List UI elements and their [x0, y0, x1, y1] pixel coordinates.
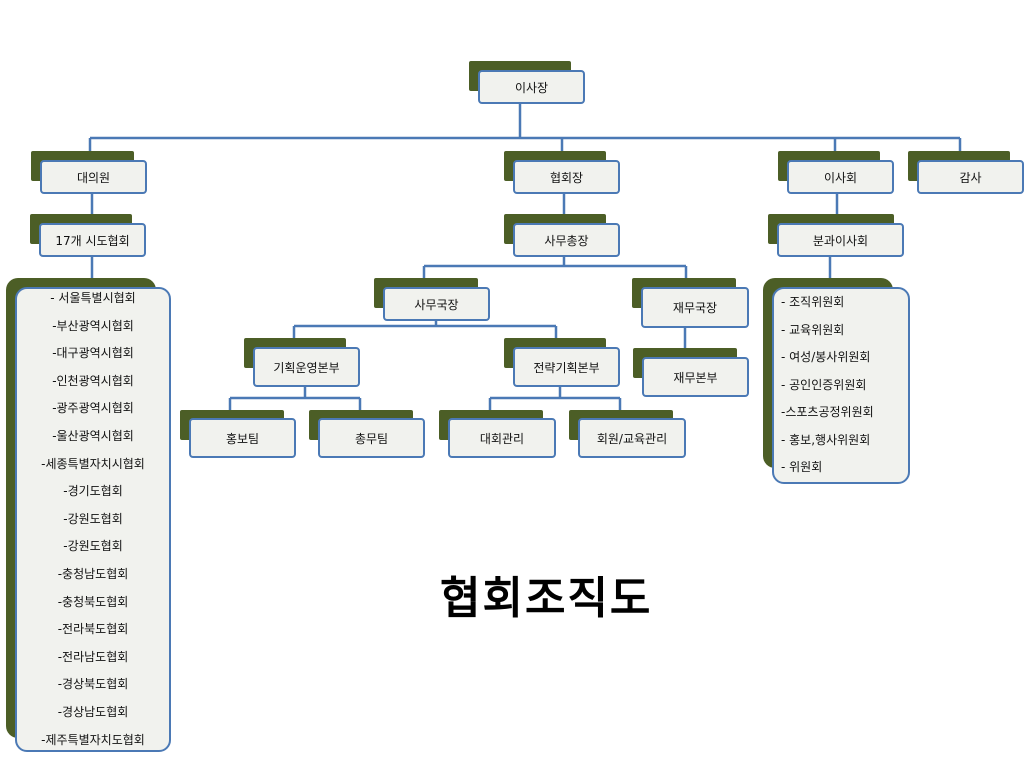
- secretariat-label: 사무국장: [383, 287, 490, 321]
- provincial-list-item: -전라북도협회: [57, 622, 129, 637]
- provincial-list-item: -제주특별자치도협회: [41, 732, 145, 747]
- provincial-list-item: -전라남도협회: [57, 649, 129, 664]
- provincial-list-item: -충청북도협회: [57, 594, 129, 609]
- committee-list-item: - 위원회: [781, 460, 823, 474]
- committee-list-item: - 홍보,행사위원회: [781, 432, 871, 447]
- committee-list-item: - 조직위원회: [781, 295, 845, 309]
- provincial-list-item: -광주광역시협회: [52, 401, 134, 416]
- provincial-list-item: -부산광역시협회: [52, 318, 134, 333]
- committee-list-item: - 공인인증위원회: [781, 377, 867, 392]
- provincial-list-item: - 서울특별시협회: [50, 291, 136, 305]
- provincial-label: 17개 시도협회: [39, 223, 146, 257]
- chart-title: 협회조직도: [440, 573, 653, 624]
- auditor-label: 감사: [917, 160, 1024, 194]
- committee-list-item: - 교육위원회: [781, 322, 845, 337]
- committee-list-item: - 여성/봉사위원회: [781, 350, 871, 364]
- board-label: 이사회: [787, 160, 894, 194]
- planning-ops-label: 기획운영본부: [253, 347, 360, 387]
- provincial-list-item: -대구광역시협회: [52, 346, 134, 361]
- pr-team-label: 홍보팀: [189, 418, 296, 458]
- delegates-label: 대의원: [40, 160, 147, 194]
- committee-list-item: -스포츠공정위원회: [781, 405, 874, 419]
- chairman-label: 이사장: [478, 70, 585, 104]
- provincial-list-item: -인천광역시협회: [52, 373, 134, 388]
- sub-board-label: 분과이사회: [777, 223, 904, 257]
- secretary-general-label: 사무총장: [513, 223, 620, 257]
- provincial-list-item: -경상북도협회: [57, 677, 129, 692]
- provincial-list-item: -강원도협회: [63, 539, 123, 554]
- finance-director-label: 재무국장: [641, 287, 749, 328]
- finance-hq-label: 재무본부: [642, 357, 749, 397]
- provincial-list-item: -경기도협회: [63, 484, 123, 499]
- provincial-list-item: -경상남도협회: [57, 705, 129, 719]
- provincial-list-item: -충청남도협회: [57, 567, 129, 581]
- membership-label: 회원/교육관리: [578, 418, 686, 458]
- president-label: 협회장: [513, 160, 620, 194]
- general-affairs-label: 총무팀: [318, 418, 425, 458]
- provincial-list-item: -세종특별자치시협회: [41, 456, 145, 471]
- strategy-label: 전략기획본부: [513, 347, 620, 387]
- provincial-list-item: -울산광역시협회: [52, 429, 134, 443]
- events-label: 대회관리: [448, 418, 556, 458]
- provincial-list-item: -강원도협회: [63, 511, 123, 526]
